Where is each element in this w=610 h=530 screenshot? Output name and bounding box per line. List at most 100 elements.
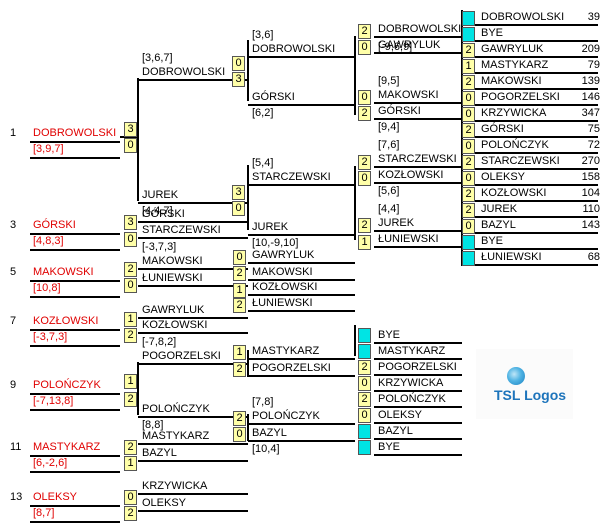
r1-score: 0 [124,490,137,505]
r2-score: 0 [233,250,246,265]
r4-player[interactable]: MAKOWSKI [481,75,542,87]
r3-player[interactable]: BYE [378,329,401,341]
r1-player[interactable]: MAKOWSKI [142,255,203,267]
r2-score-detail: [6,2] [252,107,274,119]
ranking-number: 347 [581,107,600,119]
ranking-number: 270 [581,155,600,167]
r2-score-detail: [10,-9,10] [252,237,299,249]
r1-score: 0 [124,278,137,293]
r1-score: 0 [232,201,245,216]
r2-player[interactable]: STARCZEWSKI [252,171,331,183]
r2-score-detail: [5,4] [252,157,274,169]
r1-score: 2 [124,440,137,455]
r2-player[interactable]: JUREK [252,221,289,233]
seed-number: 11 [10,441,22,453]
r3-player[interactable]: BAZYL [378,425,413,437]
r1-player[interactable]: GAWRYLUK [142,304,205,316]
r3-player[interactable]: DOBROWOLSKI [378,23,462,35]
seed-name-4[interactable]: POLOŃCZYK [33,379,101,391]
r2-score: 2 [358,218,371,233]
bye-marker [358,440,371,455]
r1-score: 1 [124,456,137,471]
r4-player[interactable]: KOZŁOWSKI [481,187,547,199]
r1-player[interactable]: JUREK [142,189,179,201]
r3-player[interactable]: ŁUNIEWSKI [378,233,439,245]
r4-player[interactable]: BAZYL [481,219,516,231]
r4-player[interactable]: POLOŃCZYK [481,139,549,151]
r2-score: 0 [233,427,246,442]
r4-player[interactable]: JUREK [481,203,518,215]
r2-player[interactable]: DOBROWOLSKI [252,43,336,55]
r2-player[interactable]: POLOŃCZYK [252,410,320,422]
r4-player[interactable]: KRZYWICKA [481,107,547,119]
r1-player[interactable]: MASTYKARZ [142,430,210,442]
r3-player[interactable]: MAKOWSKI [378,89,439,101]
seed-name-2[interactable]: MAKOWSKI [33,266,94,278]
r2-player[interactable]: POGORZELSKI [252,362,331,374]
r1-player[interactable]: OLEKSY [142,497,187,509]
seed-name-6[interactable]: OLEKSY [33,491,78,503]
seed-number: 5 [10,266,17,278]
r1-player[interactable]: KOZŁOWSKI [142,319,208,331]
r1-player[interactable]: POLOŃCZYK [142,403,210,415]
ranking-number: 75 [587,123,600,135]
r1-player[interactable]: GÓRSKI [142,208,185,220]
r4-player[interactable]: BYE [481,235,504,247]
seed-name-1[interactable]: GÓRSKI [33,219,76,231]
r4-player[interactable]: GAWRYLUK [481,43,544,55]
r1-player[interactable]: STARCZEWSKI [142,224,221,236]
r4-player[interactable]: ŁUNIEWSKI [481,251,542,263]
ranking-number: 104 [581,187,600,199]
r3-player[interactable]: POGORZELSKI [378,361,457,373]
r3-score-detail: [9,5] [378,75,400,87]
seed-score-detail: [8,7] [33,507,55,519]
ranking-number: 68 [587,251,600,263]
r1-player[interactable]: DOBROWOLSKI [142,66,226,78]
r4-player[interactable]: BYE [481,27,504,39]
ranking-number: 146 [581,91,600,103]
r1-score: 1 [124,374,137,389]
r3-player[interactable]: MASTYKARZ [378,345,446,357]
r3-player[interactable]: JUREK [378,217,415,229]
r4-player[interactable]: DOBROWOLSKI [481,11,565,23]
r2-player[interactable]: ŁUNIEWSKI [252,297,313,309]
r2-score: 2 [358,106,371,121]
r3-player[interactable]: BYE [378,441,401,453]
r4-player[interactable]: MASTYKARZ [481,59,549,71]
r3-player[interactable]: POLOŃCZYK [378,393,446,405]
r1-player[interactable]: POGORZELSKI [142,350,221,362]
r3-player[interactable]: GÓRSKI [378,105,421,117]
r1-player[interactable]: BAZYL [142,447,177,459]
seed-number: 1 [10,127,17,139]
r3-score-detail: [-9,6,9] [378,41,413,53]
r3-player[interactable]: KOZŁOWSKI [378,169,444,181]
r2-player[interactable]: KOZŁOWSKI [252,281,318,293]
r4-score: 2 [462,75,475,90]
r3-player[interactable]: OLEKSY [378,409,423,421]
seed-score-detail: [10,8] [33,282,61,294]
r2-player[interactable]: GAWRYLUK [252,249,315,261]
r4-player[interactable]: POGORZELSKI [481,91,560,103]
r4-player[interactable]: STARCZEWSKI [481,155,560,167]
seed-name-3[interactable]: KOZŁOWSKI [33,315,99,327]
final-score-bottom: 0 [124,138,137,153]
r4-score: 1 [462,59,475,74]
r3-player[interactable]: GAWRYLUK [378,39,441,51]
r4-player[interactable]: GÓRSKI [481,123,524,135]
seed-name-0[interactable]: DOBROWOLSKI [33,127,117,139]
r1-player[interactable]: KRZYWICKA [142,480,208,492]
seed-score-detail: [4,8,3] [33,235,64,247]
r1-score: 2 [124,506,137,521]
r1-player[interactable]: ŁUNIEWSKI [142,272,203,284]
r2-player[interactable]: GÓRSKI [252,91,295,103]
r2-player[interactable]: BAZYL [252,427,287,439]
r4-player[interactable]: OLEKSY [481,171,526,183]
seed-name-5[interactable]: MASTYKARZ [33,441,101,453]
r3-score: 2 [358,392,371,407]
r2-player[interactable]: MASTYKARZ [252,345,320,357]
ranking-number: 143 [581,219,600,231]
r3-player[interactable]: KRZYWICKA [378,377,444,389]
r2-player[interactable]: MAKOWSKI [252,266,313,278]
r3-player[interactable]: STARCZEWSKI [378,153,457,165]
